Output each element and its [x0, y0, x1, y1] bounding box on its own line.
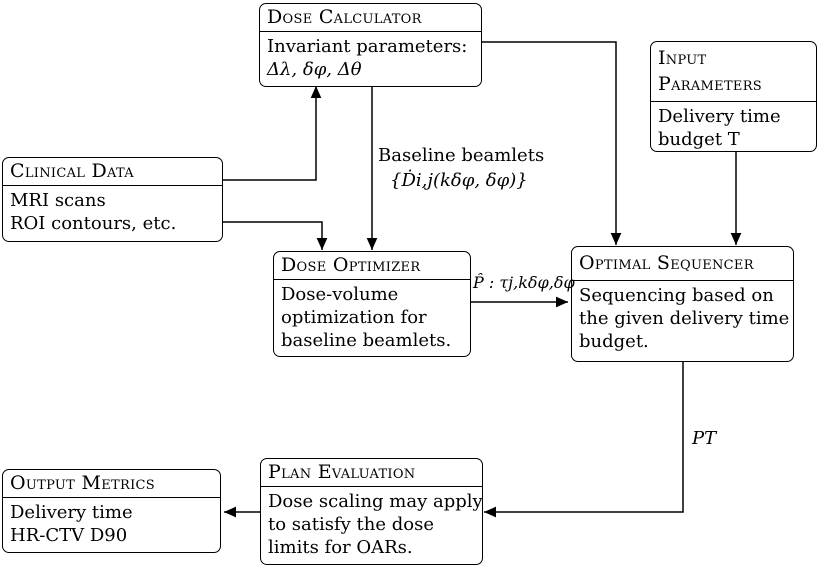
plan-evaluation-line-2: to satisfy the dose	[268, 514, 434, 535]
plan-evaluation-box: Plan Evaluation Dose scaling may apply t…	[260, 458, 483, 565]
plan-evaluation-line-3: limits for OARs.	[268, 537, 413, 558]
plan-evaluation-title: Plan Evaluation	[261, 459, 482, 487]
arrow-clinical-to-optimizer	[222, 221, 328, 250]
input-parameters-title-2: Parameters	[658, 73, 763, 95]
output-metrics-line-2: HR-CTV D90	[10, 525, 128, 546]
dose-optimizer-line-3: baseline beamlets.	[281, 330, 452, 351]
optimal-sequencer-box: Optimal Sequencer Sequencing based on th…	[571, 246, 794, 362]
dose-calculator-title: Dose Calculator	[260, 4, 481, 32]
output-metrics-title: Output Metrics	[3, 470, 220, 498]
dose-optimizer-box: Dose Optimizer Dose-volume optimization …	[273, 251, 471, 357]
plan-evaluation-line-1: Dose scaling may apply	[268, 491, 483, 512]
dose-calculator-box: Dose Calculator Invariant parameters: Δλ…	[259, 3, 482, 87]
input-parameters-line-2: budget T	[658, 129, 740, 150]
arrow-calculator-to-sequencer	[482, 41, 622, 245]
baseline-beamlets-label: Baseline beamlets	[378, 145, 545, 166]
output-metrics-line-1: Delivery time	[10, 502, 133, 523]
input-parameters-line-1: Delivery time	[658, 106, 781, 127]
baseline-beamlets-formula: {Ḋi,j(kδφ, δφ)}	[390, 170, 528, 191]
arrow-clinical-to-calculator	[222, 86, 322, 181]
dose-optimizer-line-1: Dose-volume	[281, 284, 399, 305]
input-parameters-title-1: Input	[658, 47, 707, 69]
clinical-data-line-2: ROI contours, etc.	[10, 213, 177, 234]
arrow-sequencer-to-evaluation	[484, 362, 684, 518]
p-t-label: PT	[692, 428, 717, 449]
dose-optimizer-title: Dose Optimizer	[274, 252, 470, 280]
dose-optimizer-line-2: optimization for	[281, 307, 427, 328]
p-hat-label: P̂ : τj,kδφ,δφ	[473, 273, 575, 292]
output-metrics-box: Output Metrics Delivery time HR-CTV D90	[2, 469, 221, 553]
clinical-data-box: Clinical Data MRI scans ROI contours, et…	[2, 157, 223, 242]
optimal-sequencer-title: Optimal Sequencer	[572, 247, 793, 281]
clinical-data-title: Clinical Data	[3, 158, 222, 186]
optimal-sequencer-line-2: the given delivery time	[579, 308, 790, 329]
optimal-sequencer-line-1: Sequencing based on	[579, 285, 774, 306]
dose-calculator-line-1: Invariant parameters:	[267, 36, 468, 57]
optimal-sequencer-line-3: budget.	[579, 331, 649, 352]
clinical-data-line-1: MRI scans	[10, 190, 106, 211]
dose-calculator-line-2: Δλ, δφ, Δθ	[267, 59, 362, 80]
input-parameters-box: Input Parameters Delivery time budget T	[650, 41, 817, 152]
